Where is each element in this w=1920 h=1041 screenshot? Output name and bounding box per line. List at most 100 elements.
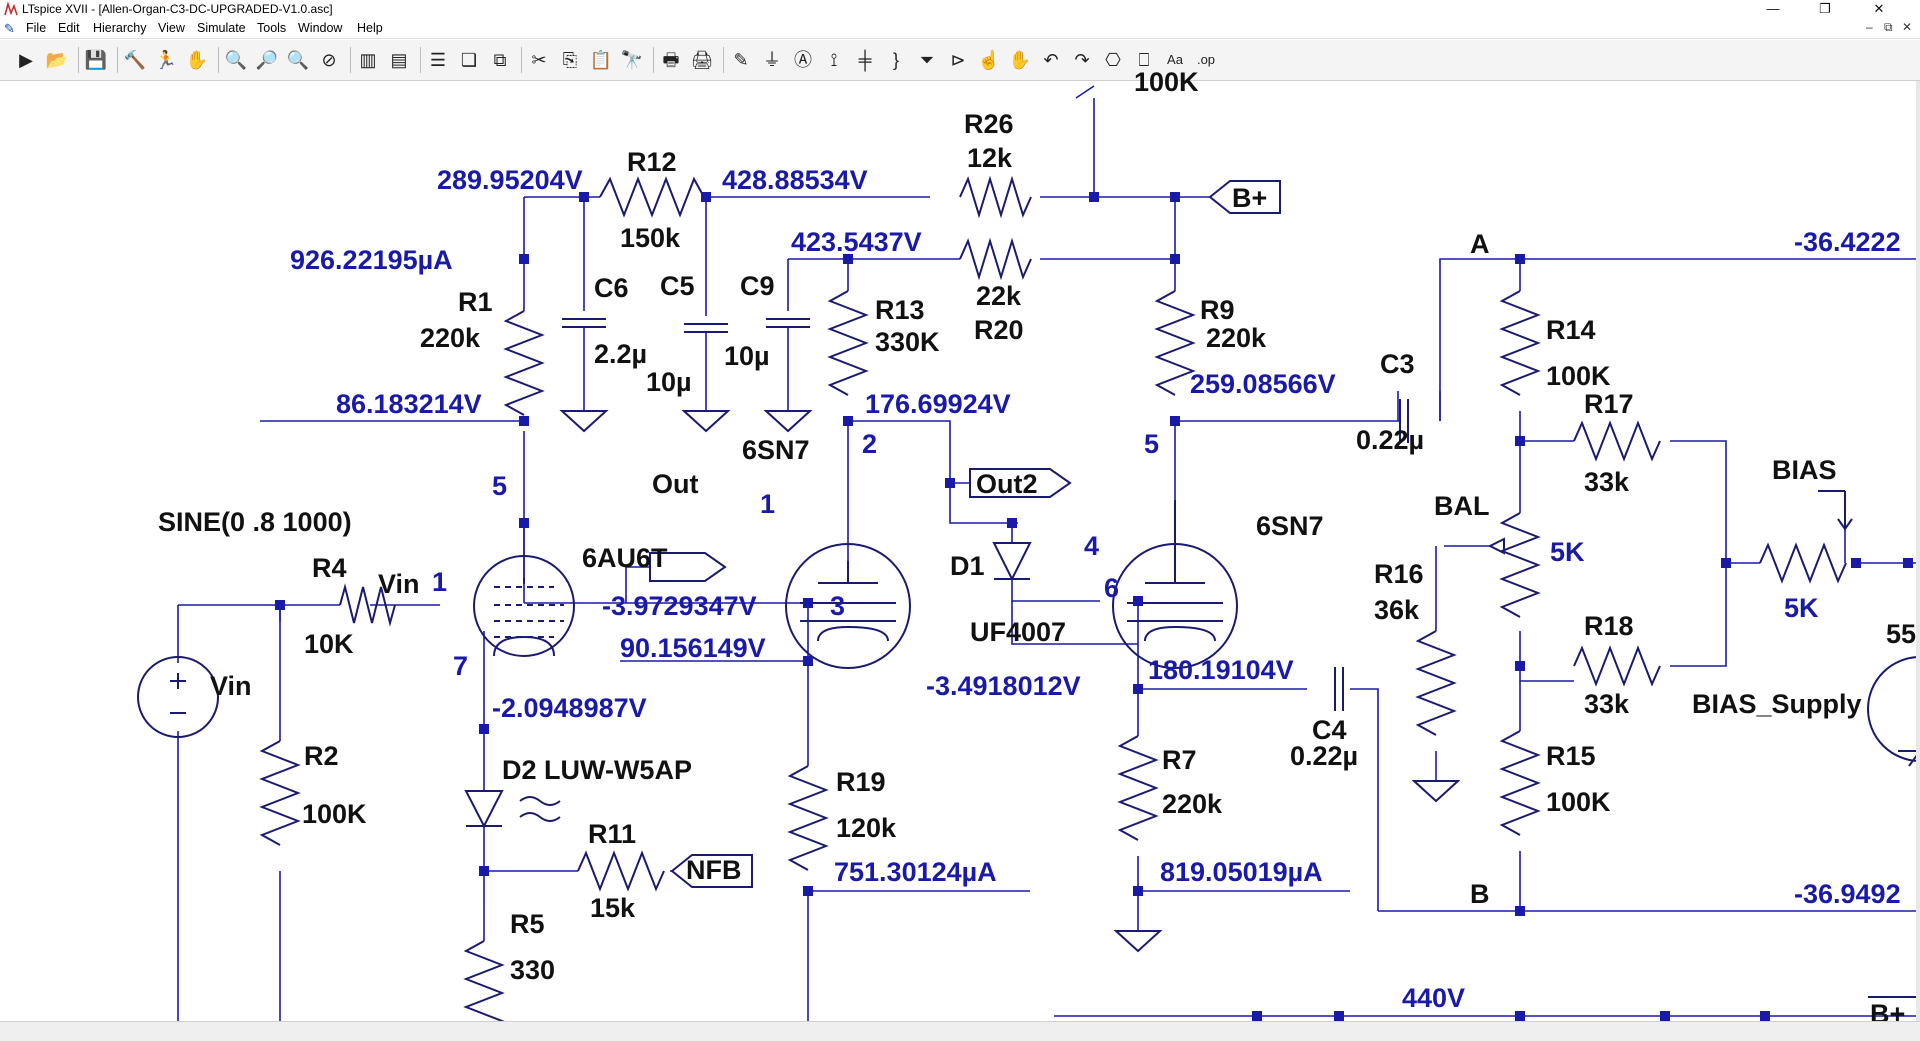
c6-value[interactable]: 2.2µ <box>594 339 648 369</box>
r19-value[interactable]: 120k <box>836 813 897 843</box>
r9-value[interactable]: 220k <box>1206 323 1267 353</box>
minimize-button[interactable]: — <box>1766 1 1780 16</box>
r9-name[interactable]: R9 <box>1200 295 1235 325</box>
r13-name[interactable]: R13 <box>875 295 925 325</box>
ground-icon[interactable]: ⏚ <box>763 50 781 70</box>
c3-value[interactable]: 0.22µ <box>1356 425 1425 455</box>
voltage-2-09v[interactable]: -2.0948987V <box>492 693 647 723</box>
r15-name[interactable]: R15 <box>1546 741 1596 771</box>
voltage-180v[interactable]: 180.19104V <box>1148 655 1294 685</box>
mdi-close-button[interactable]: ✕ <box>1902 20 1913 34</box>
voltage-90v[interactable]: 90.156149V <box>620 633 766 663</box>
voltage-259v[interactable]: 259.08566V <box>1190 369 1336 399</box>
current-751ua[interactable]: 751.30124µA <box>834 857 997 887</box>
d1-model[interactable]: UF4007 <box>970 617 1067 647</box>
r26-name[interactable]: R26 <box>964 109 1014 139</box>
r18-value[interactable]: 33k <box>1584 689 1630 719</box>
find-icon[interactable]: 🔭 <box>620 50 644 70</box>
schematic-canvas[interactable]: R26 12k R12 150k R1 220k C6 2.2µ C5 10µ … <box>0 69 1920 1028</box>
component-icon[interactable]: ⊳ <box>950 50 966 70</box>
r15-value[interactable]: 100K <box>1546 787 1611 817</box>
draw-wire-icon[interactable]: ✎ <box>733 50 749 70</box>
voltage-428v[interactable]: 428.88534V <box>722 165 868 195</box>
r1-name[interactable]: R1 <box>458 287 493 317</box>
r20-name[interactable]: R20 <box>974 315 1024 345</box>
r14-value[interactable]: 100K <box>1546 361 1611 391</box>
waveform-icon[interactable]: ▥ <box>359 50 377 70</box>
inductor-icon[interactable]: } <box>892 50 899 70</box>
r5-name[interactable]: R5 <box>510 909 545 939</box>
bal-value[interactable]: 5K <box>1550 537 1585 567</box>
vin-net-label[interactable]: Vin <box>378 569 420 599</box>
menu-view[interactable]: View <box>158 21 185 35</box>
run-icon[interactable]: ▶ <box>19 50 33 70</box>
r1-value[interactable]: 220k <box>420 323 481 353</box>
menu-edit[interactable]: Edit <box>58 21 80 35</box>
pan-icon[interactable]: ✋ <box>185 50 209 70</box>
bias-value[interactable]: 5K <box>1784 593 1819 623</box>
r2-value[interactable]: 100K <box>302 799 367 829</box>
voltage-3-97v[interactable]: -3.9729347V <box>602 591 757 621</box>
tube1-model[interactable]: 6AU6T <box>582 543 668 573</box>
mdi-restore-button[interactable]: ⧉ <box>1884 20 1893 34</box>
close-button[interactable]: ✕ <box>1873 1 1885 16</box>
print-icon[interactable]: 🖶 <box>662 50 680 70</box>
menu-tools[interactable]: Tools <box>257 21 287 35</box>
tile-vertical-icon[interactable]: ⧉ <box>493 50 507 70</box>
control-panel-icon[interactable]: 🔨 <box>123 50 147 70</box>
text-icon[interactable]: Aa <box>1167 52 1183 67</box>
node-b-label[interactable]: B <box>1470 879 1490 909</box>
r13-value[interactable]: 330K <box>875 327 940 357</box>
r20-value[interactable]: 22k <box>976 281 1022 311</box>
rotate-icon[interactable]: ⎔ <box>1105 50 1121 70</box>
bias-name[interactable]: BIAS <box>1772 455 1837 485</box>
r16-name[interactable]: R16 <box>1374 559 1424 589</box>
zoom-fit-icon[interactable]: ⊘ <box>321 50 337 70</box>
voltage-node-a[interactable]: -36.4222 <box>1794 227 1901 257</box>
out2-label[interactable]: Out2 <box>976 469 1038 499</box>
print-preview-icon[interactable]: 🖨 <box>690 50 714 70</box>
drag-icon[interactable]: ✋ <box>1008 50 1032 70</box>
node-a-label[interactable]: A <box>1470 229 1490 259</box>
voltage-440v[interactable]: 440V <box>1402 983 1466 1013</box>
netlist-icon[interactable]: ▤ <box>390 50 408 70</box>
zoom-out-icon[interactable]: 🔍 <box>286 50 310 70</box>
top-partial-label[interactable]: 100K <box>1134 67 1199 97</box>
cascade-icon[interactable]: ❏ <box>460 50 478 70</box>
c4-name[interactable]: C4 <box>1312 715 1347 745</box>
halt-icon[interactable]: 🏃 <box>154 50 178 70</box>
mirror-icon[interactable]: ⎕ <box>1138 50 1150 70</box>
r14-name[interactable]: R14 <box>1546 315 1596 345</box>
c5-value[interactable]: 10µ <box>646 367 692 397</box>
tube3-model[interactable]: 6SN7 <box>1256 511 1324 541</box>
r19-name[interactable]: R19 <box>836 767 886 797</box>
spice-directive-icon[interactable]: .op <box>1196 52 1216 67</box>
vin-source-name[interactable]: Vin <box>210 671 252 701</box>
diode-icon[interactable]: ⏷ <box>919 50 935 70</box>
label-net-icon[interactable]: Ⓐ <box>794 50 812 70</box>
menu-file[interactable]: File <box>26 21 47 35</box>
r5-value[interactable]: 330 <box>510 955 556 985</box>
r4-value[interactable]: 10K <box>304 629 354 659</box>
r2-name[interactable]: R2 <box>304 741 339 771</box>
menu-simulate[interactable]: Simulate <box>197 21 246 35</box>
tile-horizontal-icon[interactable]: ☰ <box>429 50 447 70</box>
document-icon[interactable]: ✎ <box>4 21 15 36</box>
r17-name[interactable]: R17 <box>1584 389 1634 419</box>
c5-name[interactable]: C5 <box>660 271 695 301</box>
out-label[interactable]: Out <box>652 469 699 499</box>
capacitor-icon[interactable]: ╪ <box>858 50 872 70</box>
bal-name[interactable]: BAL <box>1434 491 1490 521</box>
undo-icon[interactable]: ↶ <box>1043 50 1059 70</box>
cut-icon[interactable]: ✂ <box>531 50 547 70</box>
r7-value[interactable]: 220k <box>1162 789 1223 819</box>
c9-value[interactable]: 10µ <box>724 341 770 371</box>
menu-window[interactable]: Window <box>298 21 343 35</box>
bias-supply-value-partial[interactable]: 55 <box>1886 619 1917 649</box>
c9-name[interactable]: C9 <box>740 271 775 301</box>
r12-name[interactable]: R12 <box>627 147 677 177</box>
c3-name[interactable]: C3 <box>1380 349 1415 379</box>
voltage-86v[interactable]: 86.183214V <box>336 389 482 419</box>
paste-icon[interactable]: 📋 <box>589 50 613 70</box>
c4-value[interactable]: 0.22µ <box>1290 741 1359 771</box>
